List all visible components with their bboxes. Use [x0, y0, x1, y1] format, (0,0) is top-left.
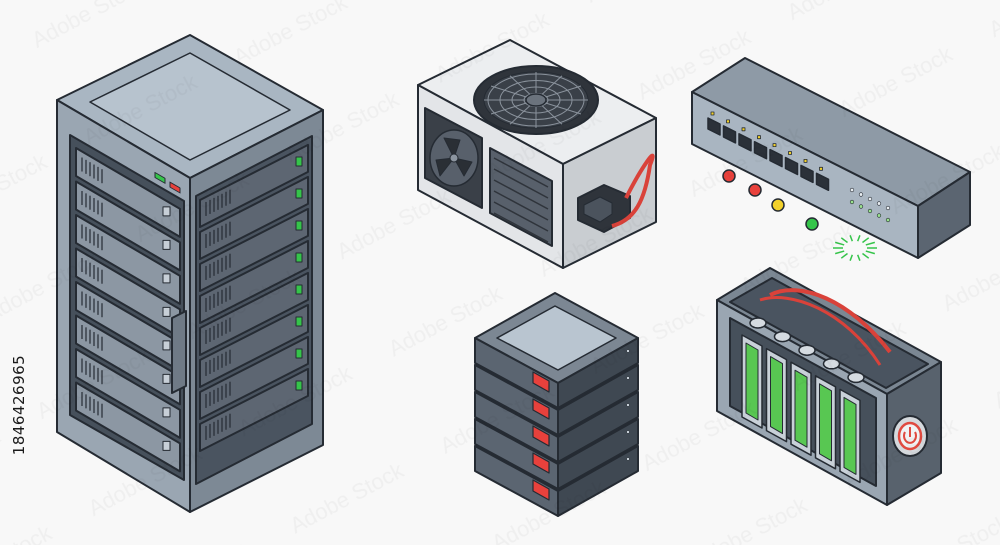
stock-id-text: 1846426965 [10, 354, 28, 456]
stock-id-label: 1846426965 [6, 290, 32, 520]
